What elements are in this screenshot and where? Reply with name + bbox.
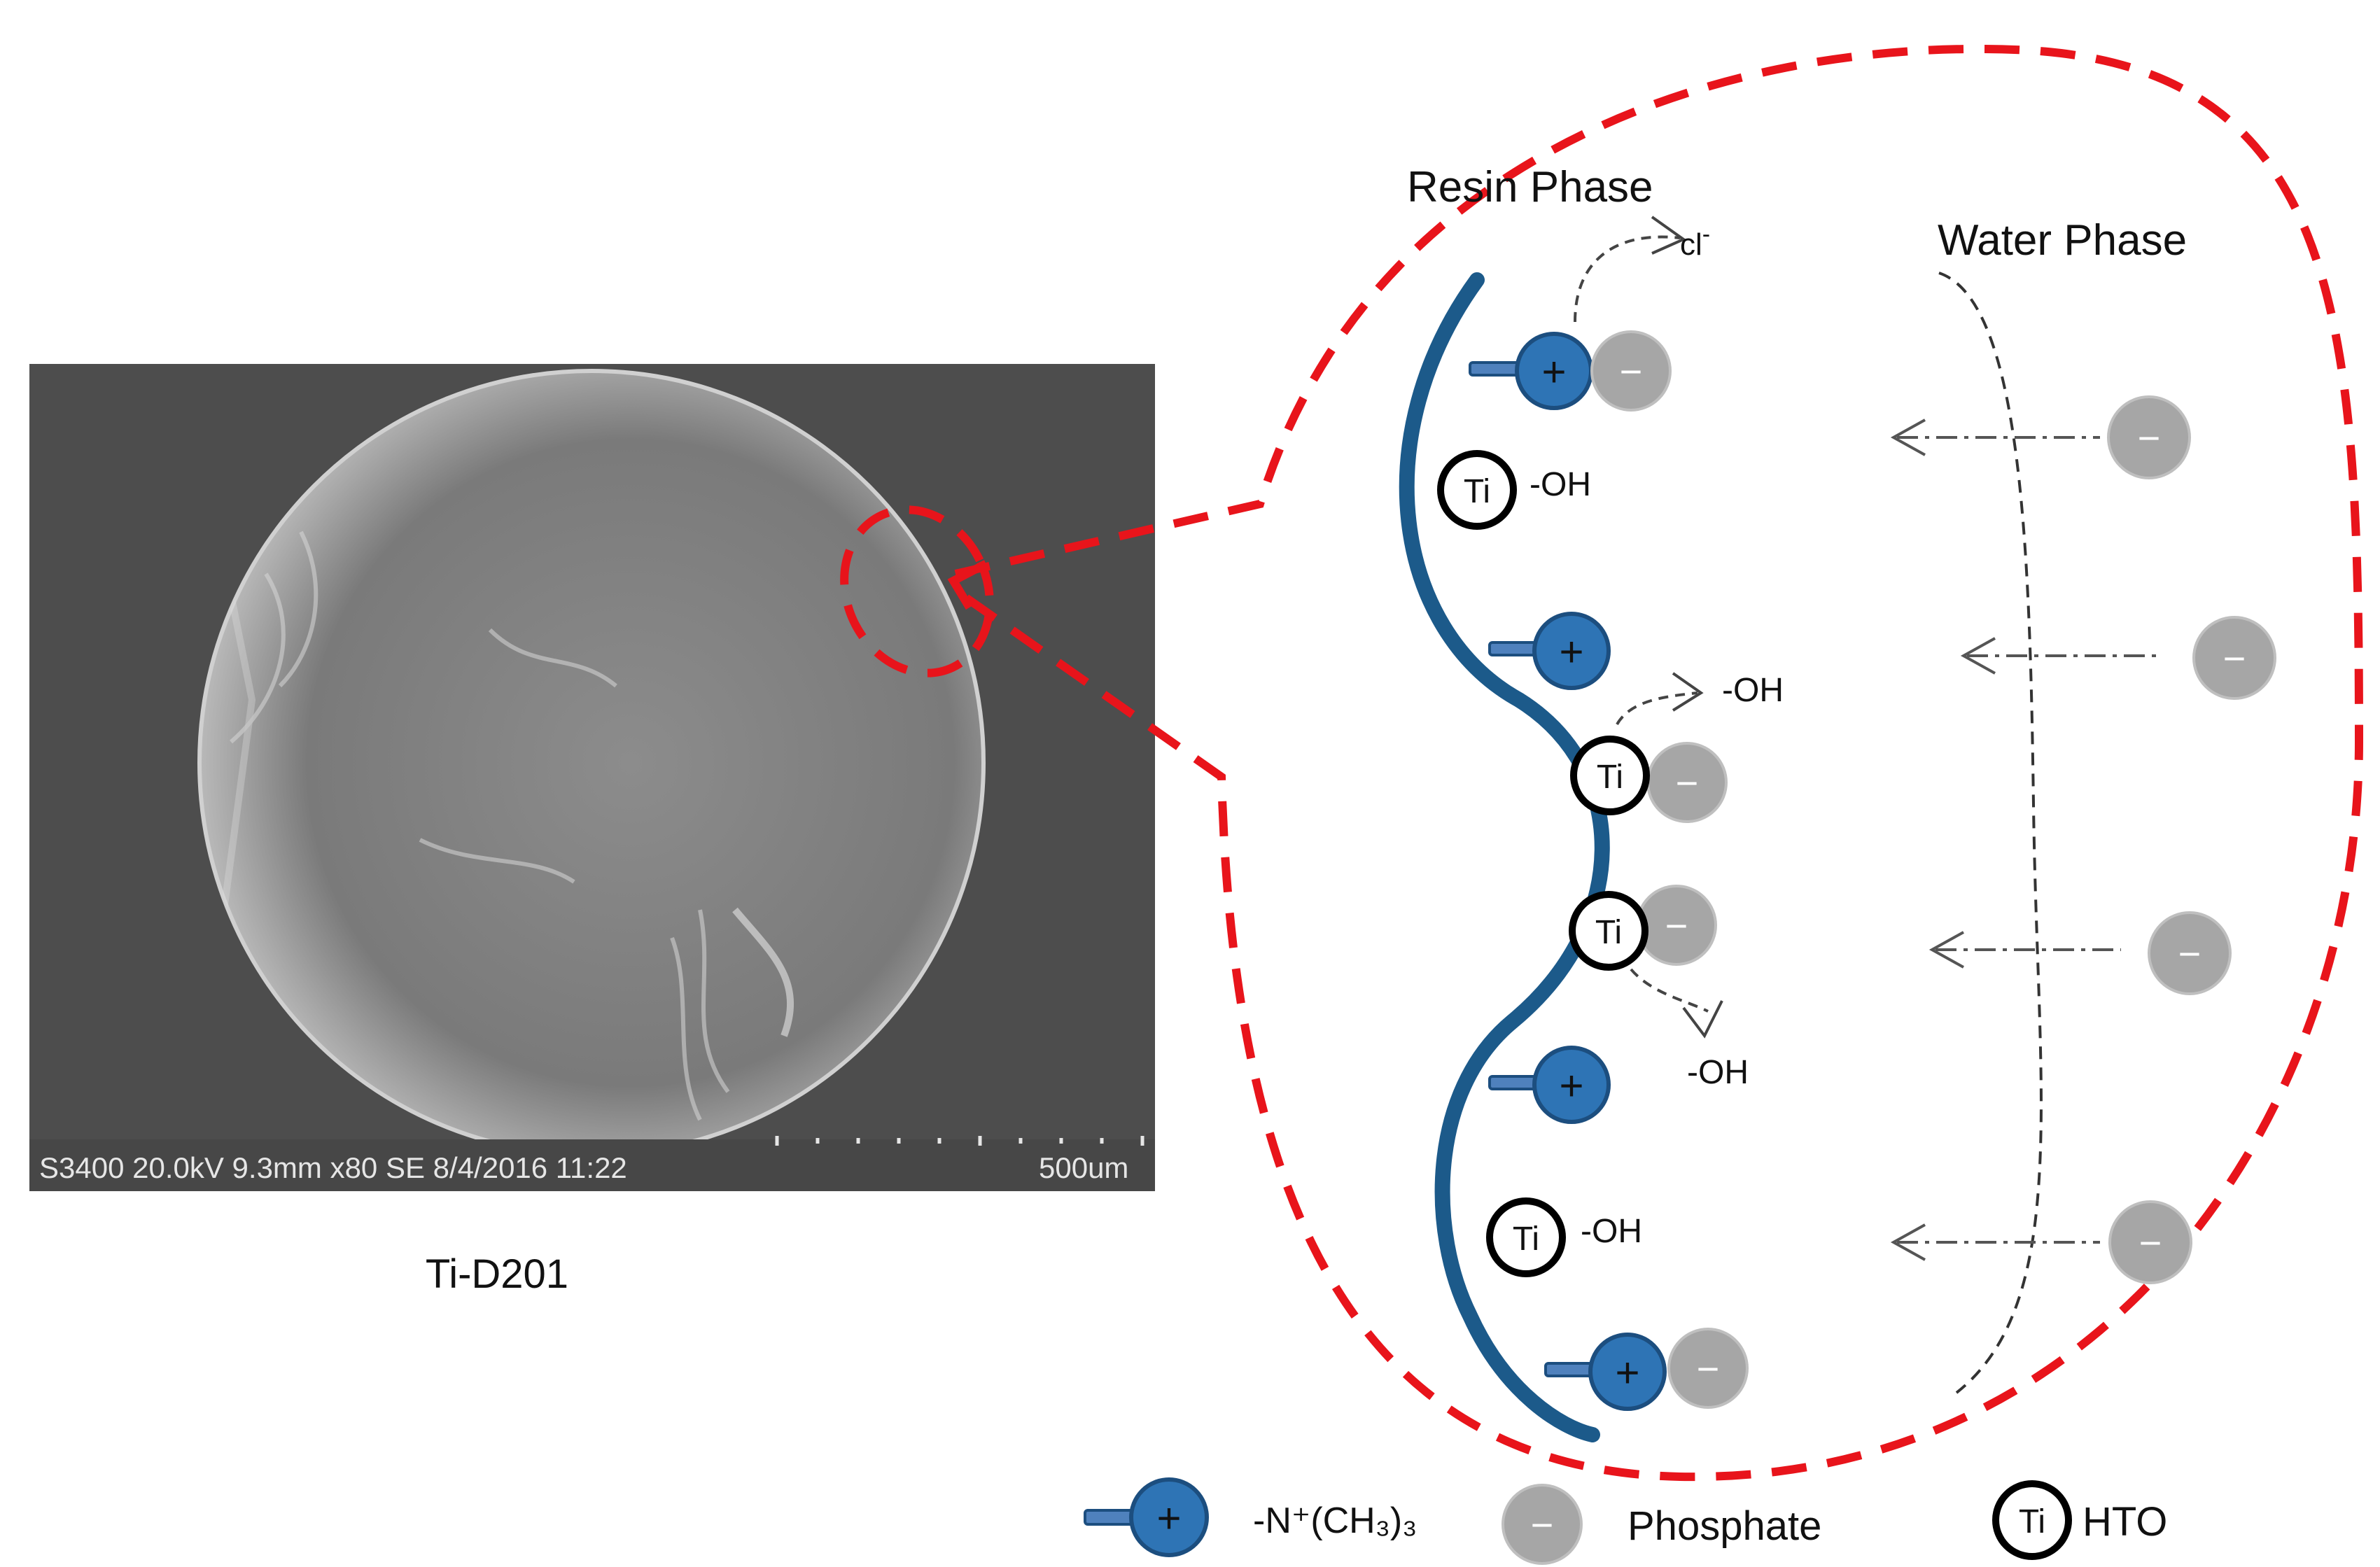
zoom-callout-outline [949,44,2364,1482]
ti-label: Ti [1464,473,1490,510]
sem-info-strip [29,1139,1155,1191]
hto-site: Ti [1437,450,1517,530]
phosphate-ion: − [1667,1328,1749,1409]
plus-sign: + [1559,628,1583,675]
scale-bar-ticks [775,1136,1144,1146]
minus-sign: − [2139,1221,2162,1265]
phosphate-ion: − [1646,742,1728,823]
legend-amine-label: -N⁺(CH₃)₃ [1253,1501,1417,1541]
legend-phosphate-label: Phosphate [1628,1503,1821,1549]
minus-sign: − [1620,349,1643,393]
plus-sign: + [1615,1349,1639,1396]
sem-info-bar: S3400 20.0kV 9.3mm x80 SE 8/4/2016 11:22 [39,1151,627,1184]
phosphate-ion: − [1590,330,1672,412]
chloride-label: cl- [1680,221,1710,262]
legend-phosphate-icon: − [1502,1484,1583,1565]
chloride-charge: - [1702,221,1710,248]
ti-label: Ti [1513,1221,1539,1258]
minus-sign: − [2178,932,2202,976]
resin-bead [197,369,986,1157]
legend-hto-label: HTO [2082,1499,2167,1545]
sem-scale-label: 500um [1039,1151,1128,1184]
amine-group: + [1469,332,1593,410]
sem-caption: Ti-D201 [426,1251,568,1297]
minus-sign: − [1531,1503,1554,1547]
hto-site: Ti [1570,736,1650,815]
plus-sign: + [1541,349,1566,395]
minus-sign: − [1697,1347,1720,1391]
hydroxyl-label: -OH [1530,466,1591,503]
minus-sign: − [1665,904,1688,948]
water-phase-boundary [1938,272,2043,1394]
resin-phase-label: Resin Phase [1407,163,1653,211]
plus-sign: + [1559,1062,1583,1109]
amine-group: + [1488,612,1611,690]
hydroxyl-arrowhead [1672,672,1704,712]
hydroxyl-label: -OH [1687,1054,1749,1091]
chloride-symbol: cl [1680,227,1702,262]
phosphate-migration: − [1928,911,2232,995]
chloride-release-arrow [1574,235,1681,323]
legend-hto-icon: Ti [1992,1480,2072,1560]
hydroxyl-release-arrow [1630,968,1709,1013]
hydroxyl-arrowhead [1682,1000,1723,1039]
hydroxyl-label: -OH [1722,672,1784,709]
hydroxyl-release-arrow [1616,691,1698,726]
chloride-arrowhead [1651,216,1687,255]
phosphate-migration: − [1890,395,2191,479]
phosphate-ion: − [1636,885,1717,966]
hydroxyl-label: -OH [1581,1213,1642,1250]
legend-amine-icon: + [1084,1477,1209,1557]
zoom-arrowhead [947,563,982,610]
minus-sign: − [2138,416,2161,460]
amine-group: + [1488,1046,1611,1124]
phosphate-migration: − [1960,616,2276,700]
ti-label: Ti [1597,759,1623,796]
water-phase-label: Water Phase [1938,216,2187,265]
phosphate-migration: − [1890,1200,2192,1284]
hto-site: Ti [1486,1197,1566,1277]
ti-label: Ti [1595,914,1622,951]
amine-group: + [1544,1333,1667,1411]
minus-sign: − [1676,761,1699,805]
hto-site: Ti [1569,891,1648,971]
sem-micrograph: S3400 20.0kV 9.3mm x80 SE 8/4/2016 11:22… [29,364,1155,1191]
legend: + -N⁺(CH₃)₃ − Phosphate Ti HTO [1084,1477,2167,1565]
plus-sign: + [1156,1495,1181,1542]
minus-sign: − [2223,636,2246,680]
ti-label: Ti [2019,1503,2045,1540]
